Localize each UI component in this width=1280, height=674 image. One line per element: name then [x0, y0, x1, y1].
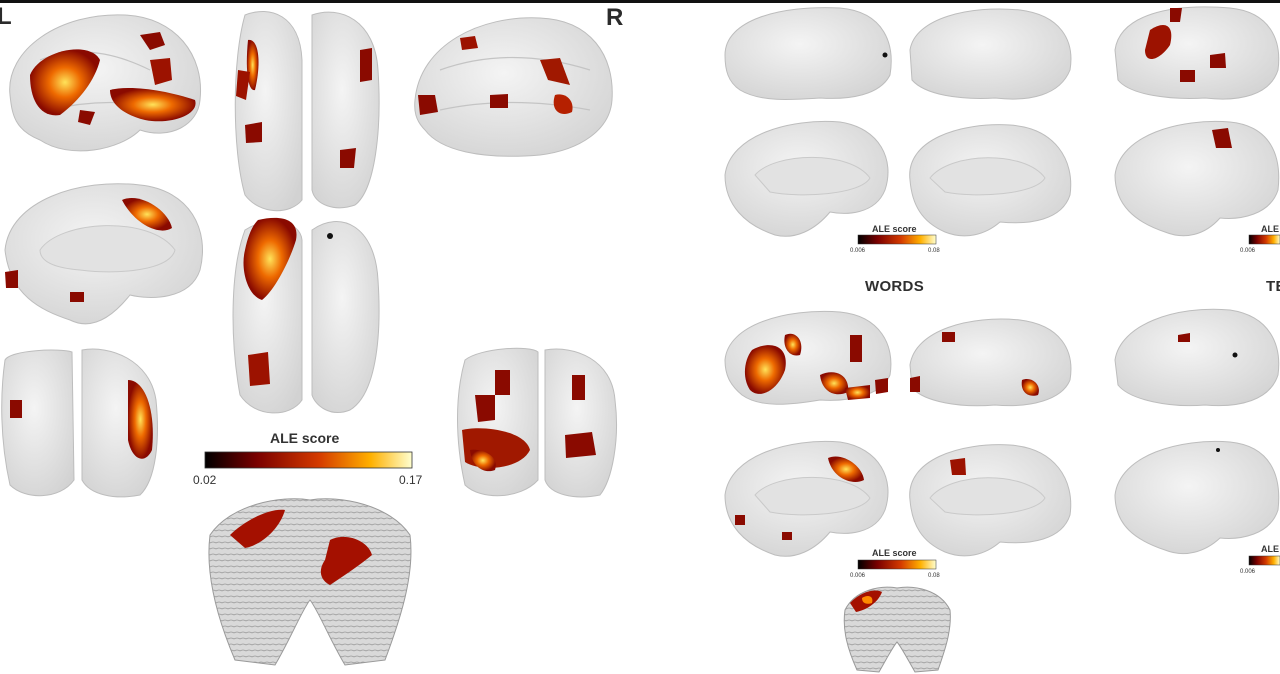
hemisphere-label-left: L: [0, 3, 12, 30]
colorbar-panel-a-max: 0.08: [928, 248, 940, 254]
colorbar-panel-b-title: ALE: [1261, 224, 1279, 234]
brain-words-lateral-a: [724, 310, 892, 405]
brain-right-medial-a: [724, 120, 889, 237]
cerebellum-flatmap-small: [843, 586, 951, 673]
section-heading-clipped: TE: [1266, 278, 1280, 295]
colorbar-words-max: 0.08: [928, 573, 940, 579]
cerebellum-flatmap-main: [208, 498, 412, 666]
colorbar-panel-b: [1248, 234, 1280, 245]
brain-lateral-left: [9, 14, 202, 152]
brain-dorsal-top: [234, 11, 380, 212]
colorbar-words-min: 0.006: [850, 573, 866, 579]
brain-posterior-right: [457, 347, 617, 498]
colorbar-panel-d-title: ALE: [1261, 544, 1279, 554]
brain-posterior-left: [1, 348, 158, 498]
colorbar-panel-d: [1248, 555, 1280, 566]
colorbar-words-title: ALE score: [872, 548, 917, 558]
brain-ventral: [232, 217, 380, 414]
colorbar-panel-b-min: 0.006: [1240, 248, 1256, 254]
brain-words-medial-c: [1114, 440, 1280, 554]
brain-right-medial-b: [909, 124, 1072, 237]
colorbar-panel-d-min: 0.006: [1240, 569, 1256, 575]
brain-lateral-right: [414, 17, 613, 157]
colorbar-panel-a: [857, 234, 937, 245]
brain-medial-left: [4, 183, 203, 325]
brain-right-lateral-a: [724, 7, 892, 101]
colorbar-words: [857, 559, 937, 570]
colorbar-panel-a-title: ALE score: [872, 224, 917, 234]
top-border: [0, 0, 1280, 3]
brain-right-medial-c: [1114, 120, 1280, 237]
brain-words-medial-a: [724, 440, 889, 557]
section-heading-words: WORDS: [865, 278, 924, 295]
brain-words-lateral-c: [1114, 308, 1280, 407]
brain-right-lateral-b: [909, 8, 1072, 100]
hemisphere-label-right: R: [606, 4, 624, 31]
brain-right-lateral-c: [1114, 6, 1280, 100]
colorbar-main-min: 0.02: [193, 473, 217, 487]
colorbar-main: [204, 451, 413, 469]
brain-words-lateral-b: [909, 318, 1072, 407]
colorbar-main-title: ALE score: [270, 430, 340, 446]
brain-words-medial-b: [909, 444, 1072, 557]
colorbar-main-max: 0.17: [399, 473, 423, 487]
colorbar-panel-a-min: 0.006: [850, 248, 866, 254]
